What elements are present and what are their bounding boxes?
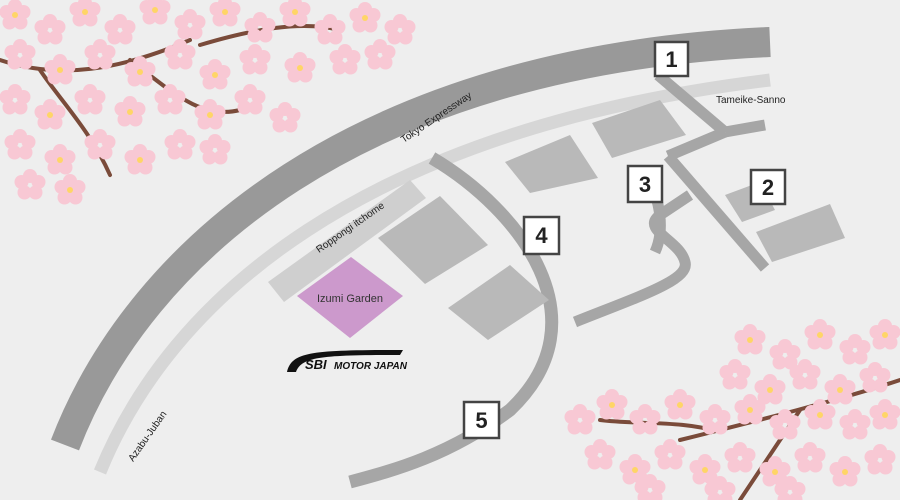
svg-text:1: 1 <box>665 47 677 72</box>
logo-text: MOTOR JAPAN <box>334 361 408 372</box>
izumi-garden-building <box>297 257 403 338</box>
svg-text:2: 2 <box>762 175 774 200</box>
svg-text:5: 5 <box>475 408 487 433</box>
marker-4[interactable]: 4 <box>522 215 561 256</box>
sbi-motor-japan-logo: SBI MOTOR JAPAN <box>287 350 408 372</box>
cherry-blossom-bottom-right <box>564 319 900 500</box>
marker-5[interactable]: 5 <box>462 400 501 440</box>
buildings <box>378 100 845 340</box>
logo-mark: SBI <box>305 357 327 372</box>
main-curved-road <box>348 152 559 489</box>
station-platform <box>268 180 426 302</box>
cherry-blossom-top-left <box>0 0 416 205</box>
svg-text:3: 3 <box>639 172 651 197</box>
marker-1[interactable]: 1 <box>653 40 690 78</box>
izumi-garden-label: Izumi Garden <box>317 293 383 305</box>
marker-2[interactable]: 2 <box>749 168 787 206</box>
marker-3[interactable]: 3 <box>626 164 664 204</box>
tameike-sanno-label: Tameike-Sanno <box>716 95 786 106</box>
svg-text:4: 4 <box>535 223 548 248</box>
rail-line <box>93 73 771 475</box>
tokyo-expressway-road <box>51 27 771 451</box>
